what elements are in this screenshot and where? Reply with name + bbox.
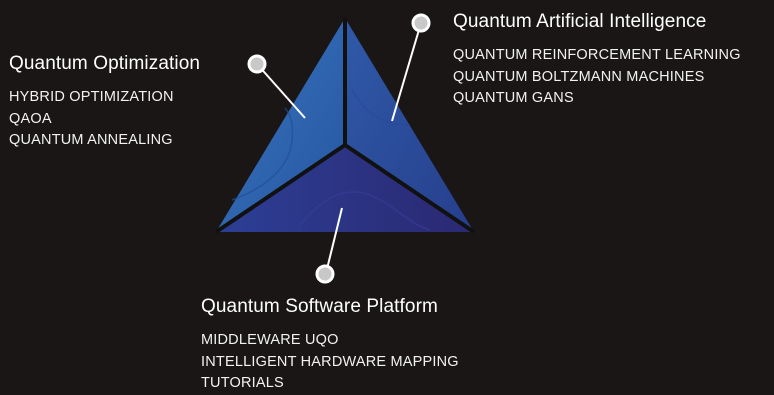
section-title: Quantum Artificial Intelligence xyxy=(453,11,707,32)
left-face-contour xyxy=(231,107,294,201)
pyramid-edge-left xyxy=(214,143,347,234)
bottom-face-contour xyxy=(299,191,431,231)
connector-dot-icon xyxy=(411,13,431,33)
connector-line-software xyxy=(325,207,343,274)
section-item: QUANTUM ANNEALING xyxy=(9,132,173,148)
section-item: TUTORIALS xyxy=(201,375,284,391)
connector-line-optimization xyxy=(256,63,306,119)
right-face-contour xyxy=(351,89,411,126)
section-item: QUANTUM BOLTZMANN MACHINES xyxy=(453,68,705,85)
section-item-list: QUANTUM REINFORCEMENT LEARNING QUANTUM B… xyxy=(453,45,741,110)
pyramid-face-bottom xyxy=(216,145,474,232)
connector-line-ai xyxy=(391,22,422,122)
connector-dot-icon xyxy=(247,54,267,74)
pyramid-edge-right xyxy=(343,143,476,234)
section-item: HYBRID OPTIMIZATION xyxy=(9,89,174,105)
section-title: Quantum Software Platform xyxy=(201,296,438,317)
section-item: QAOA xyxy=(9,110,52,127)
connector-dot-icon xyxy=(315,264,335,284)
section-item-list: HYBRID OPTIMIZATION QAOA QUANTUM ANNEALI… xyxy=(9,87,200,152)
section-item: QUANTUM GANS xyxy=(453,90,574,106)
section-item: INTELLIGENT HARDWARE MAPPING xyxy=(201,353,459,370)
section-quantum-ai: Quantum Artificial Intelligence QUANTUM … xyxy=(453,11,741,110)
pyramid-face-left xyxy=(216,18,345,232)
section-item-list: MIDDLEWARE UQO INTELLIGENT HARDWARE MAPP… xyxy=(201,330,459,395)
section-item: MIDDLEWARE UQO xyxy=(201,332,339,348)
section-title: Quantum Optimization xyxy=(9,53,201,74)
section-quantum-software-platform: Quantum Software Platform MIDDLEWARE UQO… xyxy=(201,296,459,395)
section-item: QUANTUM REINFORCEMENT LEARNING xyxy=(453,47,741,63)
section-quantum-optimization: Quantum Optimization HYBRID OPTIMIZATION… xyxy=(9,53,200,152)
